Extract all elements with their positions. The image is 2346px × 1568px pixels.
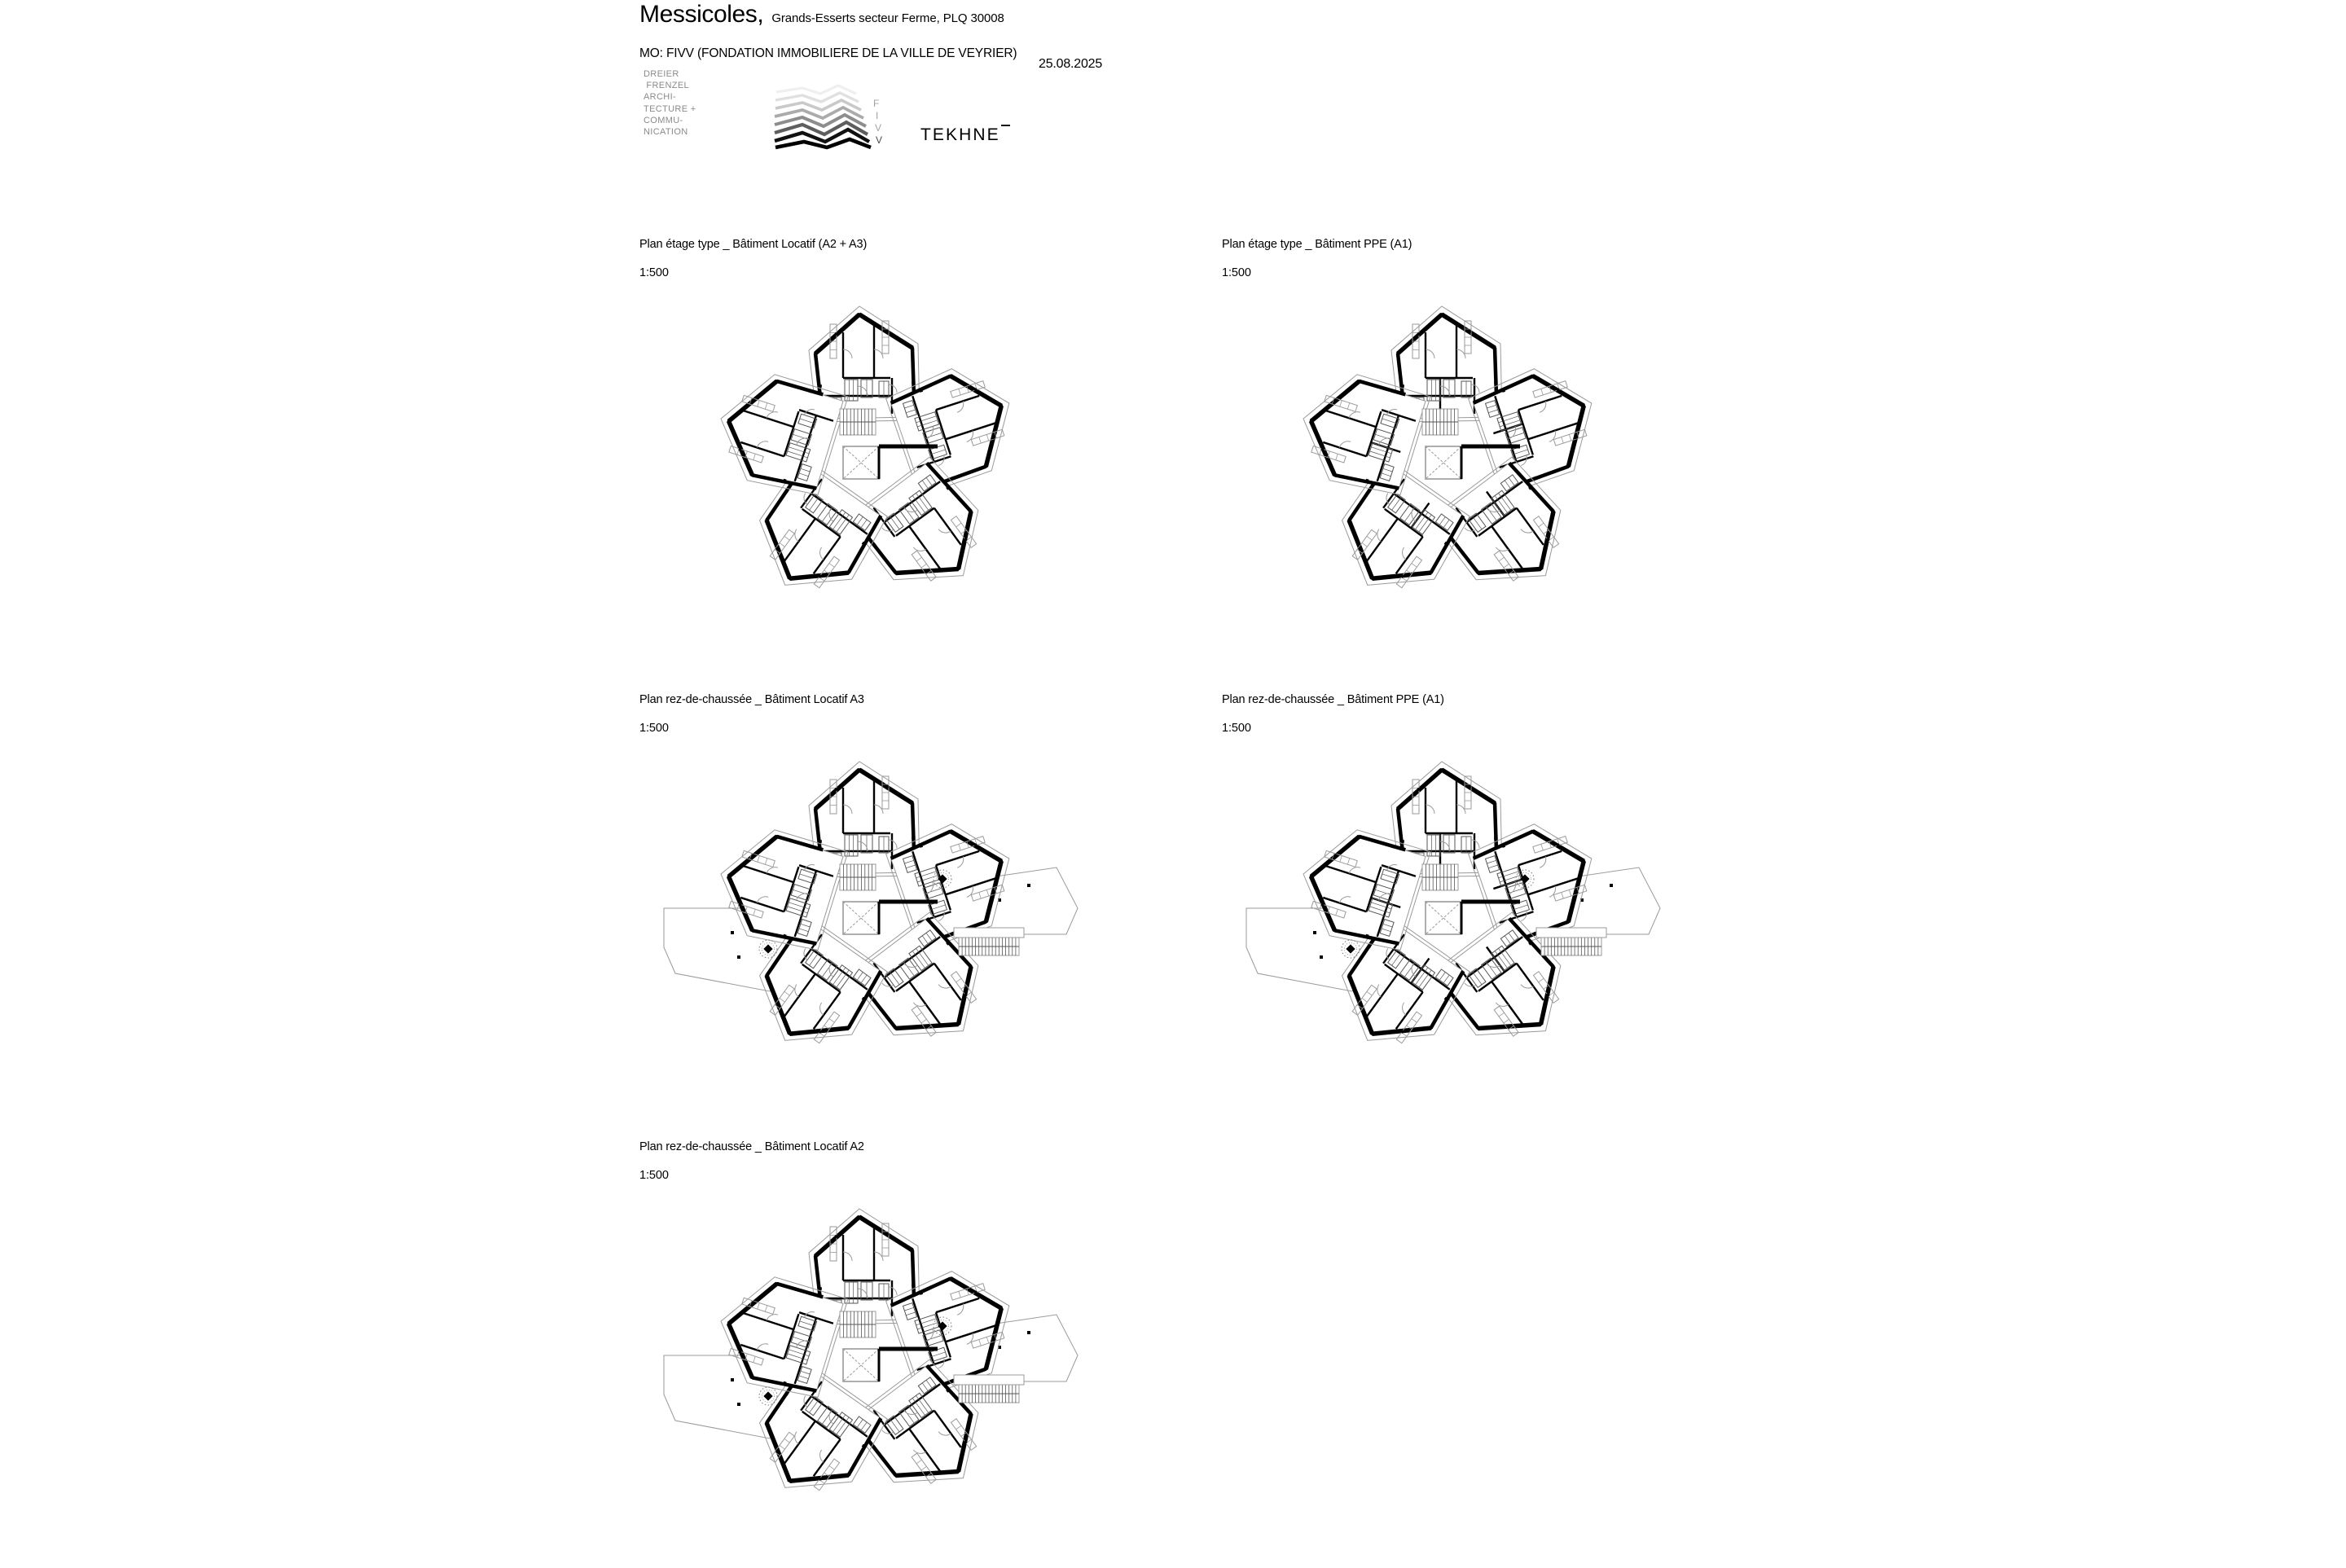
df-line-2: FRENZEL (644, 81, 689, 91)
page-title: Messicoles, (639, 1, 764, 28)
logo-row: DREIER FRENZEL ARCHI- TECTURE + COMMU- N… (639, 57, 1780, 160)
plan-block-2: Plan rez-de-chaussée _ Bâtiment Locatif … (639, 693, 1079, 1044)
sheet-header: Messicoles, Grands-Esserts secteur Ferme… (639, 0, 1780, 61)
core (1425, 444, 1520, 480)
plan-drawing (1245, 738, 1702, 1121)
df-line-4: TECTURE + (644, 103, 696, 114)
plan-scale: 1:500 (1222, 266, 1251, 279)
df-line-5: COMMU- (644, 115, 683, 125)
sheet-date: 25.08.2025 (1039, 57, 1103, 71)
tekhne-bar-icon (1000, 125, 1010, 126)
dreier-frenzel-logo: DREIER FRENZEL ARCHI- TECTURE + COMMU- N… (644, 68, 696, 138)
plan-block-3: Plan rez-de-chaussée _ Bâtiment PPE (A1)… (1222, 693, 1661, 1044)
fivv-letter-i: I (876, 110, 878, 121)
core (842, 444, 938, 480)
plan-title: Plan rez-de-chaussée _ Bâtiment Locatif … (639, 1140, 864, 1153)
fivv-logo: F I V V (774, 82, 921, 150)
floor-plan-svg (1303, 305, 1593, 589)
plan-drawing (664, 283, 1120, 665)
df-line-1: DREIER (644, 69, 679, 79)
core (842, 1346, 938, 1382)
fivv-letter-f: F (873, 98, 879, 109)
plan-scale: 1:500 (639, 722, 669, 735)
floor-plan-svg (720, 305, 1010, 589)
apartment-wings (720, 305, 1010, 589)
apartment-wings (1303, 305, 1593, 589)
fivv-letter-v2: V (876, 134, 882, 146)
plan-scale: 1:500 (639, 266, 669, 279)
fivv-letter-v1: V (875, 122, 881, 134)
core (1425, 899, 1520, 935)
plan-block-4: Plan rez-de-chaussée _ Bâtiment Locatif … (639, 1140, 1079, 1491)
plan-scale: 1:500 (639, 1169, 669, 1182)
plan-title: Plan étage type _ Bâtiment PPE (A1) (1222, 238, 1412, 251)
plan-title: Plan étage type _ Bâtiment Locatif (A2 +… (639, 238, 868, 251)
plan-block-1: Plan étage type _ Bâtiment PPE (A1) 1:50… (1222, 238, 1593, 589)
plan-scale: 1:500 (1222, 722, 1251, 735)
floor-plan-svg (663, 761, 1079, 1044)
tekhne-wordmark: TEKHNE (920, 125, 1000, 144)
floor-plan-svg (1245, 761, 1661, 1044)
plan-title: Plan rez-de-chaussée _ Bâtiment PPE (A1) (1222, 693, 1444, 706)
fivv-wave-mark: F I V V (774, 84, 882, 150)
plan-drawing (663, 738, 1120, 1121)
client-line: MO: FIVV (FONDATION IMMOBILIERE DE LA VI… (639, 46, 1017, 60)
apartment-wings (1303, 761, 1593, 1044)
plan-block-0: Plan étage type _ Bâtiment Locatif (A2 +… (639, 238, 1010, 589)
tekhne-logo: TEKHNE (920, 125, 1010, 145)
df-line-6: NICATION (644, 127, 688, 138)
df-line-3: ARCHI- (644, 92, 676, 103)
project-subtitle: Grands-Esserts secteur Ferme, PLQ 30008 (771, 11, 1004, 25)
plan-drawing (663, 1185, 1120, 1568)
plan-title: Plan rez-de-chaussée _ Bâtiment Locatif … (639, 693, 864, 706)
plan-drawing (1246, 283, 1702, 665)
core (842, 899, 938, 935)
apartment-wings (720, 1208, 1010, 1491)
apartment-wings (720, 761, 1010, 1044)
project-title-line: Messicoles, Grands-Esserts secteur Ferme… (639, 0, 1780, 28)
floor-plan-svg (663, 1208, 1079, 1491)
